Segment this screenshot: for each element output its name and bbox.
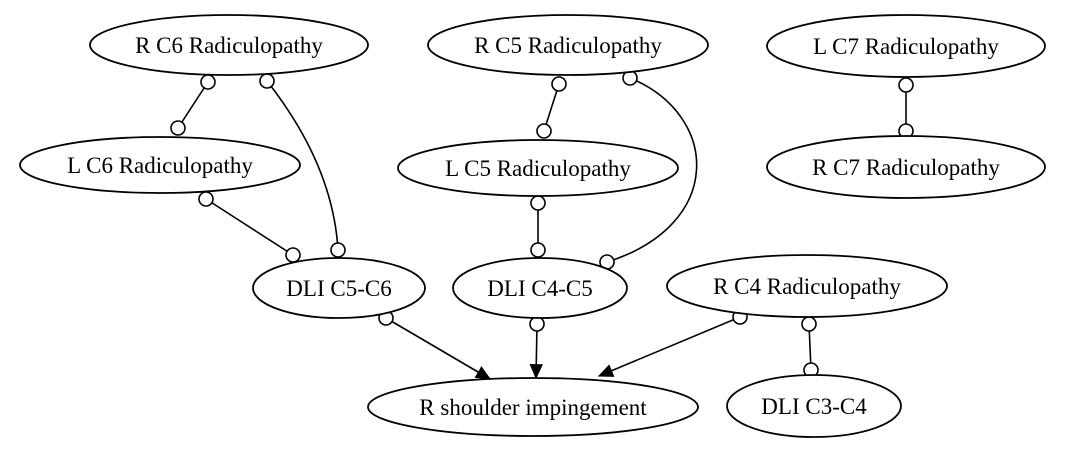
edge-r-c4--r-shoulder-impingement — [597, 309, 748, 377]
node-label-l-c5-radiculopathy: L C5 Radiculopathy — [445, 156, 631, 181]
node-ellipse-r-c7-radiculopathy — [766, 135, 1046, 199]
node-dli-c5-c6: DLI C5-C6 — [252, 257, 426, 319]
node-label-l-c6-radiculopathy: L C6 Radiculopathy — [67, 153, 253, 178]
edge-connector-dot — [551, 76, 567, 92]
node-ellipse-dli-c5-c6 — [252, 257, 426, 319]
node-label-r-c4-radiculopathy: R C4 Radiculopathy — [713, 274, 901, 299]
edge-line-r-c6--l-c6 — [177, 81, 209, 129]
node-r-c5-radiculopathy: R C5 Radiculopathy — [427, 14, 709, 76]
node-dli-c3-c4: DLI C3-C4 — [726, 374, 902, 438]
edge-connector-dot — [529, 316, 545, 332]
edge-l-c7--r-c7 — [898, 77, 914, 139]
edge-connector-dot — [801, 316, 817, 332]
edge-connector-dot — [536, 123, 552, 139]
edge-r-c4--dli-c3-c4 — [801, 316, 819, 378]
edge-r-c6--dli-c5-c6 — [259, 73, 346, 258]
node-l-c6-radiculopathy: L C6 Radiculopathy — [19, 136, 301, 194]
edge-connector-dot — [530, 242, 546, 258]
edge-line-r-c5--dli-c4-c5 — [606, 77, 698, 263]
node-label-dli-c5-c6: DLI C5-C6 — [286, 276, 391, 301]
edge-line-r-c4--r-shoulder-impingement — [597, 316, 741, 377]
node-ellipse-r-c4-radiculopathy — [666, 254, 948, 318]
node-label-l-c7-radiculopathy: L C7 Radiculopathy — [813, 34, 999, 59]
edge-connector-dot — [259, 73, 275, 89]
edge-r-c5--dli-c4-c5 — [599, 70, 698, 270]
edge-dli-c4-c5--r-shoulder-impingement — [529, 316, 545, 380]
edge-connector-dot — [285, 247, 301, 263]
node-label-dli-c4-c5: DLI C4-C5 — [487, 276, 592, 301]
node-label-r-c5-radiculopathy: R C5 Radiculopathy — [474, 33, 662, 58]
node-l-c7-radiculopathy: L C7 Radiculopathy — [766, 14, 1046, 78]
edge-line-r-c5--l-c5 — [543, 83, 560, 132]
edge-r-c5--l-c5 — [536, 76, 567, 139]
edge-line-dli-c4-c5--r-shoulder-impingement — [529, 323, 543, 380]
edge-connector-dot — [330, 242, 346, 258]
node-dli-c4-c5: DLI C4-C5 — [452, 257, 628, 319]
edge-connector-dot — [198, 191, 214, 207]
node-r-c7-radiculopathy: R C7 Radiculopathy — [766, 135, 1046, 199]
node-label-r-shoulder-impingement: R shoulder impingement — [419, 395, 647, 420]
edge-line-l-c6--dli-c5-c6 — [205, 198, 294, 256]
node-label-r-c6-radiculopathy: R C6 Radiculopathy — [135, 33, 323, 58]
node-r-c4-radiculopathy: R C4 Radiculopathy — [666, 254, 948, 318]
node-ellipse-r-c6-radiculopathy — [89, 14, 369, 76]
node-ellipse-l-c6-radiculopathy — [19, 136, 301, 194]
edge-l-c5--dli-c4-c5 — [530, 195, 546, 258]
edge-line-r-c6--dli-c5-c6 — [266, 80, 339, 251]
edge-connector-dot — [898, 77, 914, 93]
node-ellipse-dli-c3-c4 — [726, 374, 902, 438]
edge-dli-c5-c6--r-shoulder-impingement — [378, 310, 492, 380]
edges-layer — [170, 70, 914, 380]
node-ellipse-r-c5-radiculopathy — [427, 14, 709, 76]
edge-l-c6--dli-c5-c6 — [198, 191, 301, 263]
edge-connector-dot — [530, 195, 546, 211]
nodes-layer: R C6 Radiculopathy R C5 Radiculopathy L C7… — [19, 14, 1046, 438]
node-r-shoulder-impingement: R shoulder impingement — [367, 377, 699, 437]
node-ellipse-r-shoulder-impingement — [367, 377, 699, 437]
edge-connector-dot — [170, 120, 186, 136]
node-ellipse-l-c7-radiculopathy — [766, 14, 1046, 78]
node-ellipse-dli-c4-c5 — [452, 257, 628, 319]
edge-r-c6--l-c6 — [170, 74, 216, 136]
node-l-c5-radiculopathy: L C5 Radiculopathy — [397, 139, 679, 197]
node-ellipse-l-c5-radiculopathy — [397, 139, 679, 197]
edge-connector-dot — [200, 74, 216, 90]
edge-line-dli-c5-c6--r-shoulder-impingement — [385, 317, 492, 380]
node-r-c6-radiculopathy: R C6 Radiculopathy — [89, 14, 369, 76]
node-label-r-c7-radiculopathy: R C7 Radiculopathy — [812, 155, 1000, 180]
node-label-dli-c3-c4: DLI C3-C4 — [761, 394, 867, 419]
